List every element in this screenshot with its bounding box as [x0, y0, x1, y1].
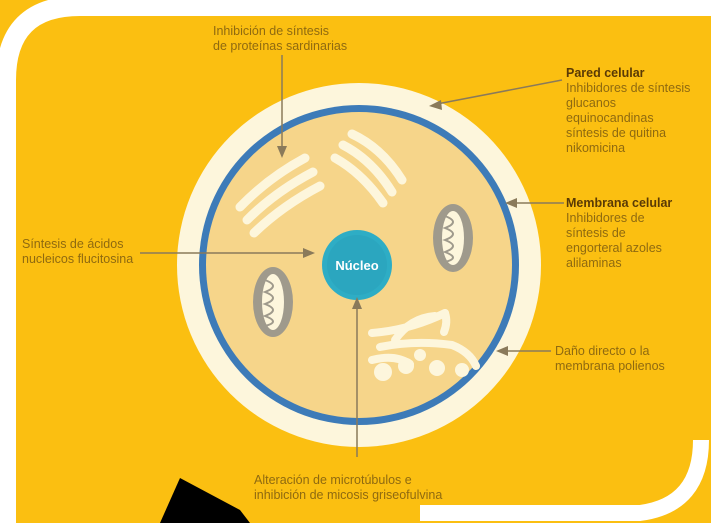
pointer-lines	[140, 55, 564, 457]
protein-synthesis-line-1: Inhibición de síntesis	[213, 24, 329, 38]
cell-wall-line-3: equinocandinas	[566, 111, 654, 125]
cell-membrane-line-4: alilaminas	[566, 256, 622, 270]
cell-membrane-line-3: engorteral azoles	[566, 241, 662, 255]
nucleic-acids-line-1: Síntesis de ácidos	[22, 237, 123, 251]
cell-wall-line-2: glucanos	[566, 96, 616, 110]
cell-wall-line-1: Inhibidores de síntesis	[566, 81, 690, 95]
cell-membrane-line-2: síntesis de	[566, 226, 626, 240]
microtubules-line-2: inhibición de micosis griseofulvina	[254, 488, 442, 502]
nucleic-acids-line-2: nucleicos flucitosina	[22, 252, 133, 266]
microtubules-line-1: Alteración de microtúbulos e	[254, 473, 412, 487]
membrane-damage-line-2: membrana polienos	[555, 359, 665, 373]
nucleus-label: Núcleo	[335, 258, 378, 273]
protein-synthesis-line-2: de proteínas sardinarias	[213, 39, 347, 53]
cell-wall-label: Pared celular Inhibidores de síntesis gl…	[566, 64, 695, 155]
mitochondrion-left	[253, 267, 293, 337]
microtubules-label: Alteración de microtúbulos e inhibición …	[254, 473, 442, 502]
protein-synthesis-label: Inhibición de síntesis de proteínas sard…	[213, 24, 347, 53]
mitochondrion-right	[433, 204, 473, 272]
pointer-arrowheads	[277, 100, 517, 356]
membrane-damage-line-1: Daño directo o la	[555, 344, 650, 358]
organelle-stack-left	[235, 153, 325, 238]
cell-wall-line-4: síntesis de quitina	[566, 126, 666, 140]
nucleic-acids-label: Síntesis de ácidos nucleicos flucitosina	[22, 237, 133, 266]
cell-membrane-label: Membrana celular Inhibidores de síntesis…	[566, 194, 677, 270]
membrane-damage-label: Daño directo o la membrana polienos	[555, 344, 665, 373]
cell-membrane-line-1: Inhibidores de	[566, 211, 645, 225]
nucleus-inner	[327, 235, 387, 295]
organelle-stack-right	[330, 129, 407, 208]
golgi-vesicles	[374, 349, 469, 381]
white-frame-right	[420, 439, 709, 521]
cell-membrane-title: Membrana celular	[566, 196, 672, 210]
cell-wall-line-5: nikomicina	[566, 141, 625, 155]
corner-arrow	[160, 478, 250, 523]
cell-wall-title: Pared celular	[566, 66, 645, 80]
